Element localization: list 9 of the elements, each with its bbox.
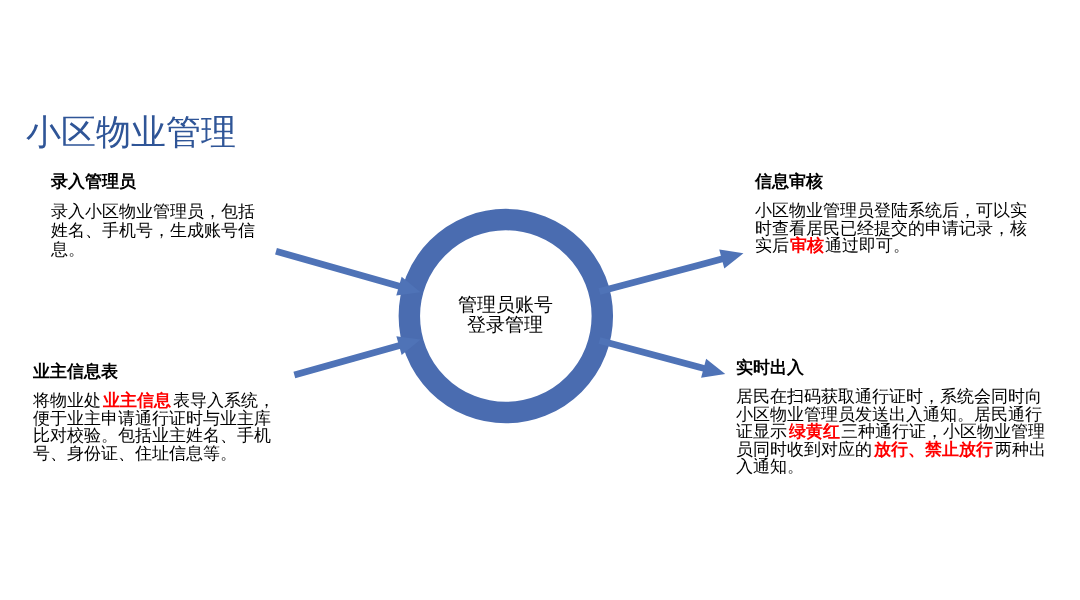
arrow (598, 337, 726, 378)
diagram-title: 小区物业管理 (25, 111, 236, 152)
node-text: 业主信息表 将物业处业主信息表导入系统，便于业主申请通行证时与业主库比对校验。包括业主姓名、手机号、身份证、住址信息等。 (33, 360, 275, 463)
arrow (598, 249, 744, 295)
node-text: 录入管理员 录入小区物业管理员，包括姓名、手机号，生成账号信息。 (50, 170, 255, 259)
node-text: 实时出入 居民在扫码获取通行证时，系统会同时向小区物业管理员发送出入通知。居民通行证显示绿黄红三种通行证，小区物业管理员同时收到对应的放行、禁止放行两种出入通知。 (736, 356, 1046, 477)
node-text: 信息审核 小区物业管理员登陆系统后，可以实时查看居民已经提交的申请记录，核实后审核通过即可。 (755, 170, 1028, 255)
arrow (275, 247, 421, 296)
arrow (293, 336, 421, 379)
